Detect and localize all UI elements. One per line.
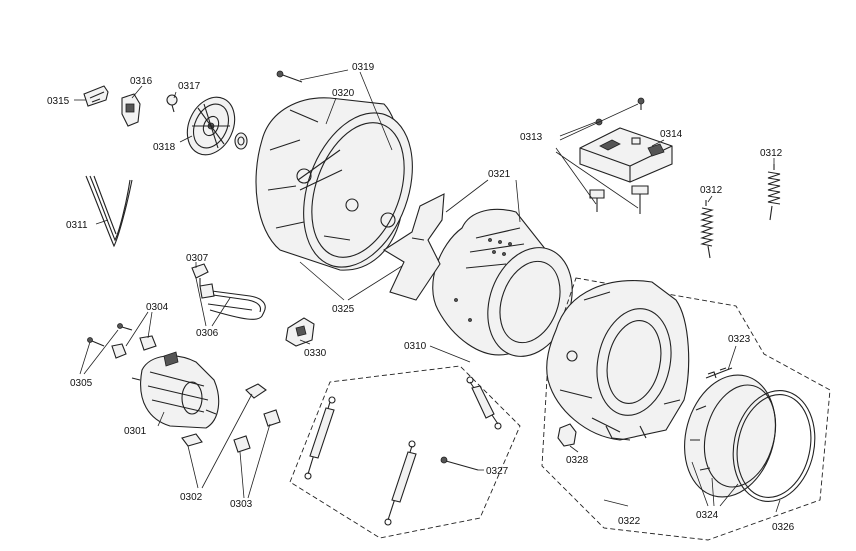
part-0321-drum xyxy=(432,208,573,357)
label-0312-right: 0312 xyxy=(760,148,783,159)
part-0316-clip xyxy=(121,93,141,127)
part-0310-absorber-2 xyxy=(384,440,417,526)
part-0301-motor xyxy=(131,351,220,429)
label-0307: 0307 xyxy=(186,253,209,264)
part-0306-heater xyxy=(199,283,266,320)
label-0310: 0310 xyxy=(404,341,427,352)
part-0310-absorber-3 xyxy=(466,376,502,430)
part-0311-belt xyxy=(85,175,133,248)
part-0330-ntc xyxy=(285,317,315,347)
part-drum-spider xyxy=(382,193,445,301)
part-0320-rear-tub xyxy=(255,97,413,271)
part-0326-clamp-ring xyxy=(732,390,816,502)
part-0303-suppressors xyxy=(233,409,281,453)
part-0310-absorber-1 xyxy=(304,396,336,480)
label-0305: 0305 xyxy=(70,378,93,389)
label-0316: 0316 xyxy=(130,76,153,87)
part-0307-sensor xyxy=(191,263,209,286)
group-0322-outline xyxy=(541,277,831,541)
part-0327-bolt xyxy=(440,456,479,471)
label-0327: 0327 xyxy=(486,466,509,477)
label-0314: 0314 xyxy=(660,129,683,140)
part-0322-front-tub xyxy=(546,280,690,441)
part-0312-spring-right xyxy=(767,164,781,221)
part-0317-nut xyxy=(166,94,178,113)
part-0319-bolt xyxy=(276,70,303,83)
label-0304: 0304 xyxy=(146,302,169,313)
label-0317: 0317 xyxy=(178,81,201,92)
part-0328-clamp xyxy=(557,423,577,447)
part-bearing xyxy=(234,132,248,150)
label-0330: 0330 xyxy=(304,348,327,359)
part-0314-plate xyxy=(579,127,673,183)
label-0323: 0323 xyxy=(728,334,751,345)
part-0315-bracket xyxy=(83,85,109,107)
part-0302-brush-holders xyxy=(181,383,267,447)
label-0322: 0322 xyxy=(618,516,641,527)
part-0324-seal xyxy=(684,374,777,498)
label-0311: 0311 xyxy=(66,220,88,231)
part-0318-pulley xyxy=(186,96,236,156)
leader-lines xyxy=(74,69,781,513)
label-0328: 0328 xyxy=(566,455,589,466)
label-0315: 0315 xyxy=(47,96,70,107)
label-0301: 0301 xyxy=(124,426,147,437)
label-0306: 0306 xyxy=(196,328,219,339)
part-0304-brushes xyxy=(111,335,157,359)
label-0302: 0302 xyxy=(180,492,203,503)
label-0324: 0324 xyxy=(696,510,719,521)
label-0325: 0325 xyxy=(332,304,355,315)
group-0310-outline xyxy=(289,365,521,539)
label-0313: 0313 xyxy=(520,132,543,143)
label-0320: 0320 xyxy=(332,88,355,99)
label-0326: 0326 xyxy=(772,522,795,533)
label-0319: 0319 xyxy=(352,62,375,73)
part-0305-screws xyxy=(87,323,133,347)
part-labels: 0315 0316 0317 0318 0319 0320 0313 0314 … xyxy=(47,62,795,533)
part-0312-spring-left xyxy=(700,200,714,259)
part-0323-ring xyxy=(705,367,733,379)
label-0321: 0321 xyxy=(488,169,511,180)
label-0312-left: 0312 xyxy=(700,185,723,196)
label-0303: 0303 xyxy=(230,499,253,510)
label-0318: 0318 xyxy=(153,142,176,153)
